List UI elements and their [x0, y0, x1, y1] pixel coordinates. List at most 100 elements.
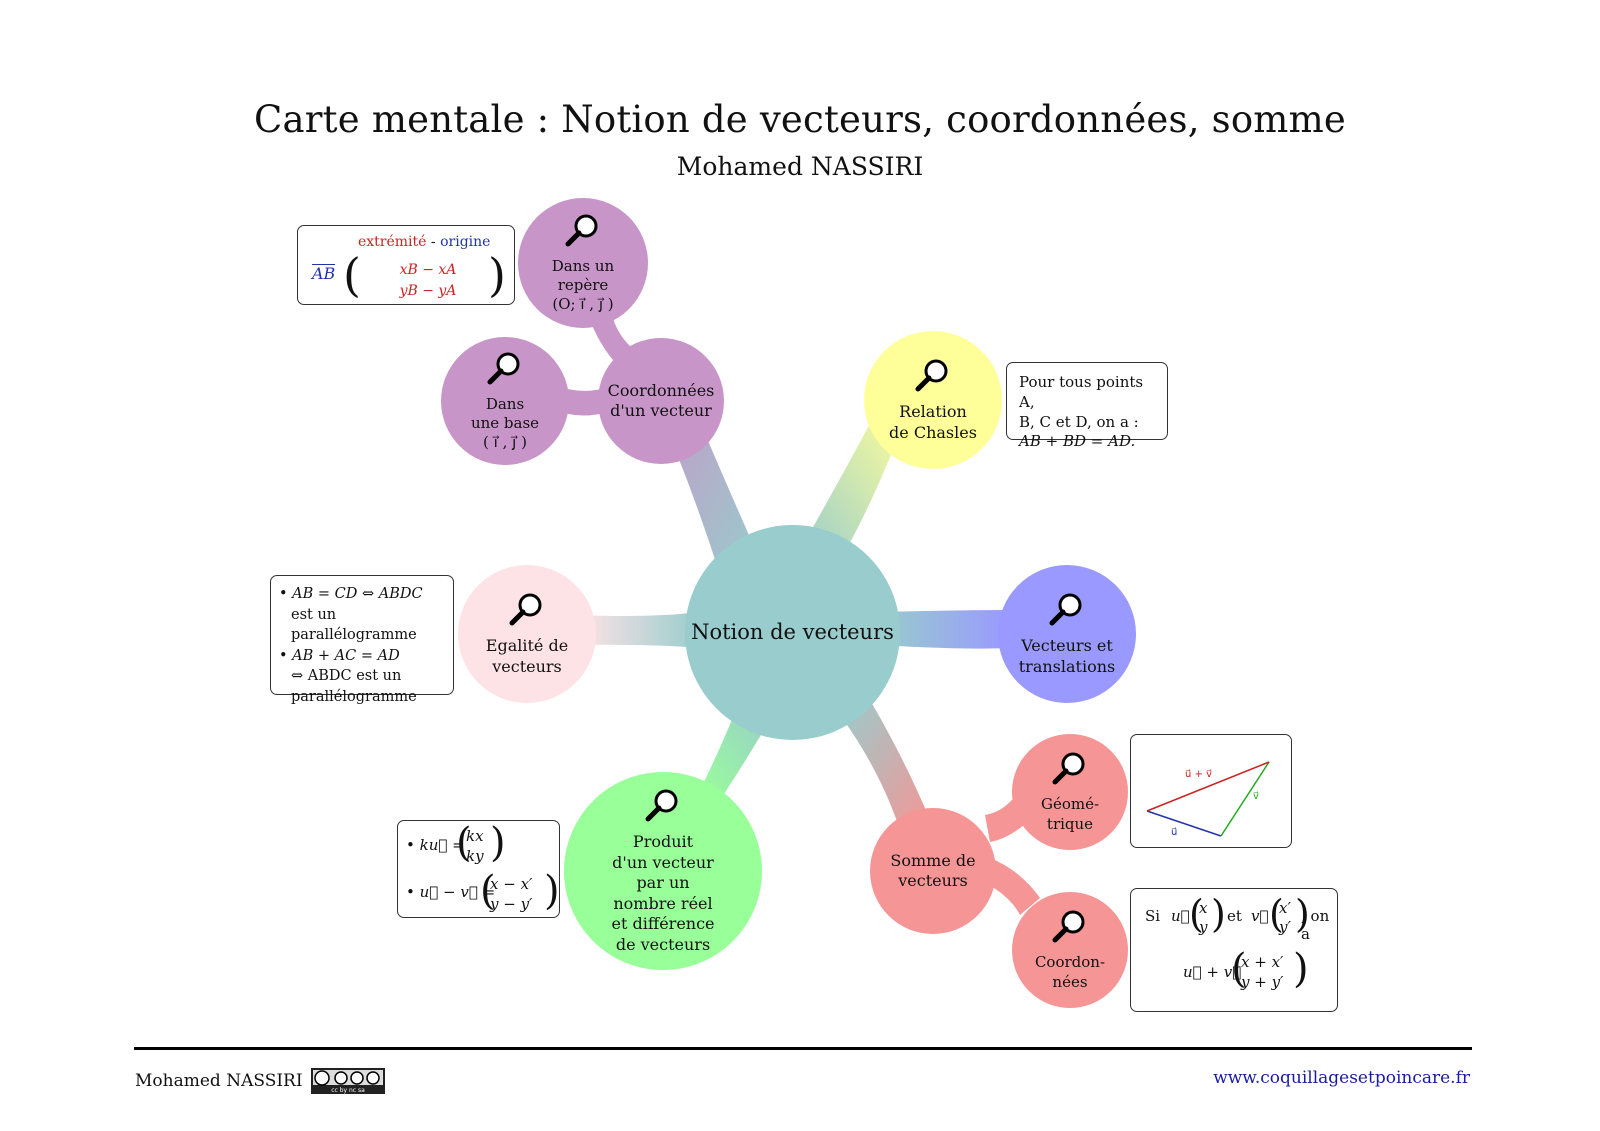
node-geometrique[interactable]: Géomé- trique	[1012, 734, 1128, 850]
u-label: u⃗	[1171, 827, 1177, 838]
card-dash: -	[426, 234, 441, 250]
produit-l2-bottom: y − y′	[490, 894, 533, 913]
card-geometrique: u⃗ + v⃗ u⃗ v⃗	[1130, 734, 1292, 848]
node-coordonnees[interactable]: Coordonnées d'un vecteur	[598, 338, 724, 464]
egalite-l3: • AB + AC = AD	[279, 647, 400, 664]
card-vec-ab: AB	[312, 264, 336, 283]
sum-vec: u⃗ + v⃗	[1183, 963, 1242, 981]
produit-l1-bottom: ky	[466, 846, 484, 865]
node-repere-label: Dans un repère (O; i⃗ , j⃗ )	[551, 256, 615, 314]
produit-l1-paren: (	[456, 820, 472, 866]
vy: y′	[1279, 917, 1291, 936]
egalite-l2: est un parallélogramme	[291, 606, 417, 644]
et: et	[1227, 907, 1242, 925]
node-somme[interactable]: Somme de vecteurs	[870, 808, 996, 934]
footer-left: Mohamed NASSIRI cc by nc sa	[135, 1068, 385, 1094]
ux: x	[1199, 899, 1208, 917]
node-chasles-label: Relation de Chasles	[889, 402, 977, 442]
chasles-line1: Pour tous points A,	[1019, 373, 1144, 411]
footer-author: Mohamed NASSIRI	[135, 1071, 303, 1091]
card-egalite: • AB = CD ⇔ ABDC est un parallélogramme …	[270, 575, 454, 705]
card-extremite: extrémité	[358, 234, 427, 250]
vx: x′	[1279, 899, 1291, 917]
node-geometrique-label: Géomé- trique	[1040, 795, 1100, 833]
cc-license-icon[interactable]: cc by nc sa	[310, 1068, 385, 1094]
v-label: v⃗	[1253, 791, 1259, 802]
node-repere[interactable]: Dans un repère (O; i⃗ , j⃗ )	[518, 198, 648, 328]
produit-l2-top: x − x′	[490, 875, 533, 893]
node-center-label: Notion de vecteurs	[691, 620, 894, 645]
left-paren: (	[343, 248, 361, 302]
magnifier-icon[interactable]	[915, 357, 951, 398]
sum-paren-r: )	[1293, 946, 1309, 992]
vector-v	[1220, 761, 1270, 837]
sum-label: u⃗ + v⃗	[1185, 769, 1212, 780]
v-vec: v⃗	[1251, 907, 1269, 925]
node-egalite[interactable]: Egalité de vecteurs	[458, 565, 596, 703]
sum-paren: (	[1231, 946, 1247, 992]
node-egalite-label: Egalité de vecteurs	[485, 636, 569, 676]
branch-somme	[840, 700, 930, 830]
v-paren-r: )	[1295, 892, 1310, 936]
produit-l2-paren: (	[480, 868, 496, 914]
egalite-l5: parallélogramme	[291, 688, 417, 705]
magnifier-icon[interactable]	[1049, 591, 1085, 632]
magnifier-icon[interactable]	[1052, 750, 1088, 791]
vector-u	[1146, 810, 1222, 837]
node-produit[interactable]: Produit d'un vecteur par un nombre réel …	[564, 772, 762, 970]
page-title: Carte mentale : Notion de vecteurs, coor…	[254, 98, 1346, 141]
magnifier-icon[interactable]	[1052, 908, 1088, 949]
produit-l2-left: u⃗ − v⃗ =	[419, 883, 496, 901]
node-base-label: Dans une base ( i⃗ , j⃗ )	[470, 394, 540, 452]
card-repere-formula: extrémité - origine AB ( ) xB − xA yB − …	[297, 225, 515, 305]
node-base[interactable]: Dans une base ( i⃗ , j⃗ )	[441, 337, 569, 465]
magnifier-icon[interactable]	[487, 350, 523, 391]
magnifier-icon[interactable]	[509, 591, 545, 632]
vector-sum-figure: u⃗ + v⃗ u⃗ v⃗	[1146, 761, 1270, 838]
card-origine: origine	[440, 234, 491, 250]
uy: y	[1199, 917, 1208, 936]
egalite-l3-text: AB + AC = AD	[292, 647, 400, 664]
u-paren: (	[1189, 892, 1204, 936]
egalite-l1: • AB = CD ⇔ ABDC	[279, 586, 423, 602]
card-row2: yB − yA	[399, 283, 457, 299]
v-paren: (	[1269, 892, 1284, 936]
on-a: , on a	[1301, 907, 1330, 943]
branch-translations	[880, 610, 1010, 649]
node-coordonnees-somme-label: Coordon- nées	[1034, 953, 1106, 991]
produit-l2-paren-r: )	[544, 868, 560, 914]
produit-l1-paren-r: )	[490, 820, 506, 866]
sy: y + y′	[1241, 972, 1284, 991]
node-somme-label: Somme de vecteurs	[890, 850, 976, 890]
card-coordonnees-somme: Si u⃗ ( x y ) et v⃗ ( x′ y′ ) , on a u⃗ …	[1130, 888, 1338, 1012]
vec-ab-label: AB	[312, 264, 336, 283]
chasles-line2: B, C et D, on a :	[1019, 412, 1139, 431]
card-chasles: Pour tous points A, B, C et D, on a : AB…	[1006, 362, 1168, 450]
sx: x + x′	[1241, 953, 1284, 971]
card-produit: • ku⃗ = ( kx ky ) • u⃗ − v⃗ = ( x − x′ y…	[397, 820, 560, 918]
produit-l1-left: ku⃗ =	[419, 836, 465, 854]
footer-url[interactable]: www.coquillagesetpoincare.fr	[1213, 1068, 1470, 1088]
right-paren: )	[488, 248, 506, 302]
u-paren-r: )	[1211, 892, 1226, 936]
node-center[interactable]: Notion de vecteurs	[685, 525, 900, 740]
chasles-line3: AB + BD = AD.	[1019, 432, 1136, 451]
cc-badge-text: cc by nc sa	[331, 1087, 365, 1094]
node-translations-label: Vecteurs et translations	[1018, 636, 1116, 676]
u-vec: u⃗	[1171, 907, 1190, 925]
page-author: Mohamed NASSIRI	[676, 152, 924, 181]
produit-l1-top: kx	[466, 827, 484, 845]
node-translations[interactable]: Vecteurs et translations	[998, 565, 1136, 703]
node-chasles[interactable]: Relation de Chasles	[864, 331, 1002, 469]
footer-rule	[134, 1047, 1472, 1050]
si: Si	[1145, 907, 1161, 925]
branch-egalite	[580, 612, 700, 648]
node-coordonnees-somme[interactable]: Coordon- nées	[1012, 892, 1128, 1008]
egalite-l1-text: AB = CD ⇔ ABDC	[292, 586, 423, 602]
card-row1: xB − xA	[399, 262, 457, 278]
node-produit-label: Produit d'un vecteur par un nombre réel …	[611, 832, 715, 954]
egalite-l4: ⇔ ABDC est un	[291, 668, 402, 685]
node-coordonnees-label: Coordonnées d'un vecteur	[607, 380, 715, 420]
magnifier-icon[interactable]	[645, 787, 681, 828]
magnifier-icon[interactable]	[565, 212, 601, 253]
